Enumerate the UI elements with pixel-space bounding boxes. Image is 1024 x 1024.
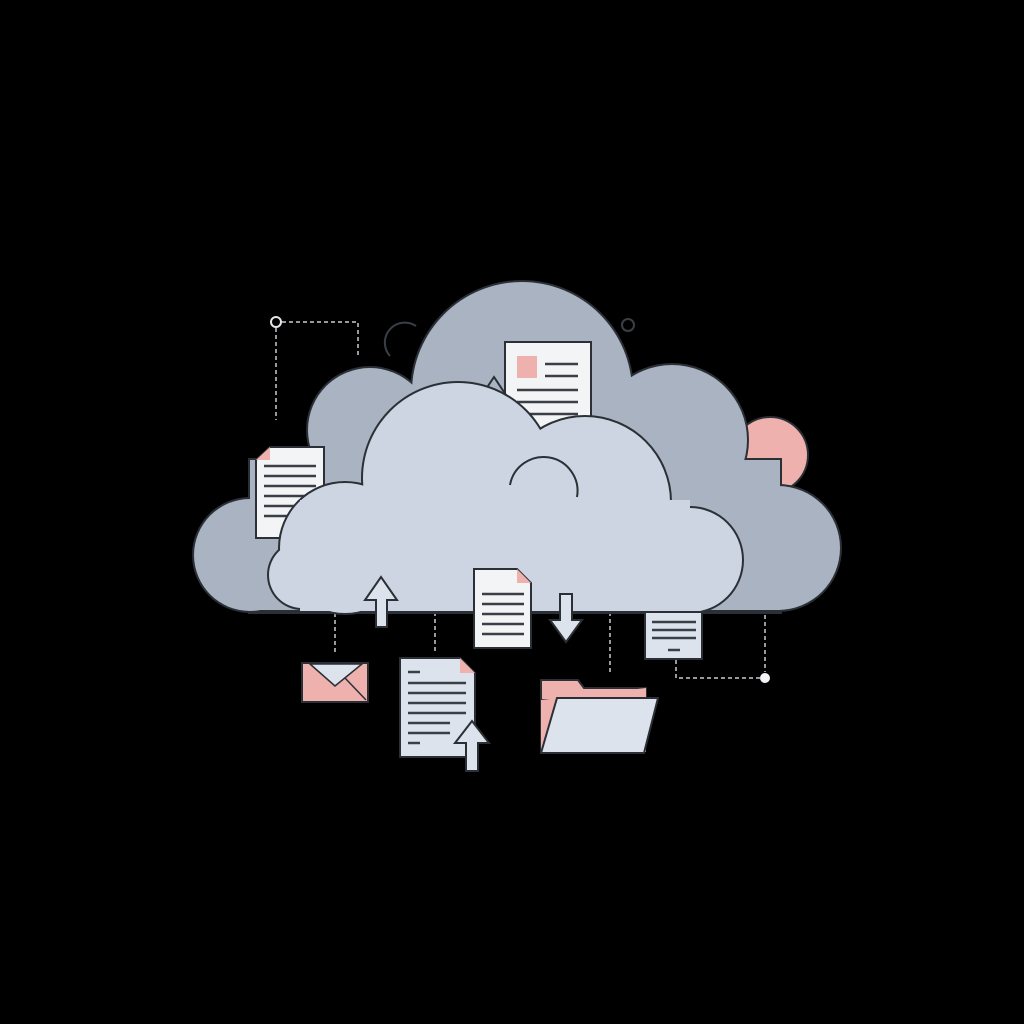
document-icon <box>644 611 703 660</box>
arc-decoration <box>383 321 417 357</box>
folder-icon <box>539 679 660 754</box>
document-icon <box>473 568 532 649</box>
arc-decoration <box>509 455 579 498</box>
envelope-icon <box>301 662 369 703</box>
download-arrow-icon <box>548 593 584 644</box>
node-dot-icon <box>760 673 770 683</box>
upload-arrow-icon <box>452 719 492 772</box>
document-icon <box>399 657 476 758</box>
node-dot-icon <box>621 318 635 332</box>
upload-arrow-icon <box>363 575 399 628</box>
node-dot-icon <box>270 316 282 328</box>
